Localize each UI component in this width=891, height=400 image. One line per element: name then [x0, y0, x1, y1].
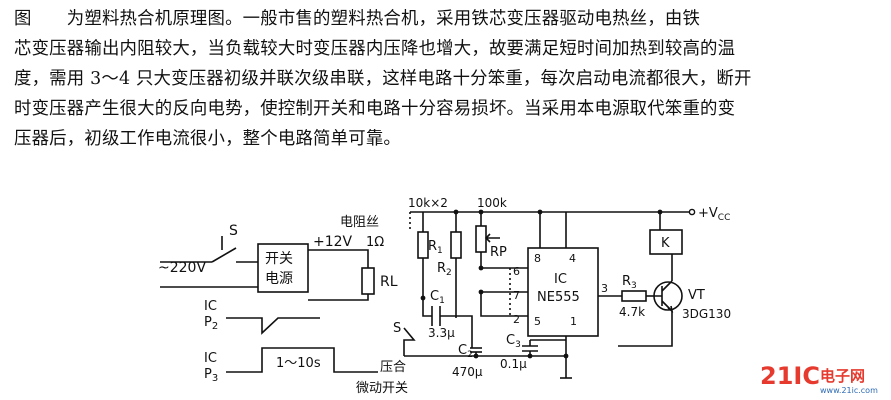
c3-label: C3 [506, 333, 521, 350]
r1-label: R1 [428, 239, 443, 256]
pin-8-label: 8 [534, 252, 541, 265]
circuit-schematic: S ~220V 开关 电源 +12V 电阻丝 1Ω RL IC P2 IC P3… [158, 196, 731, 396]
pin-3-label: 3 [601, 282, 608, 295]
paragraph-line: 图 为塑料热合机原理图。一般市售的塑料热合机，采用铁芯变压器驱动电热丝，由铁 [14, 9, 701, 29]
pin-1-label: 1 [570, 315, 577, 328]
r3-value-label: 4.7k [619, 305, 645, 319]
schematic-wiring [160, 211, 690, 379]
description-paragraph: 图 为塑料热合机原理图。一般市售的塑料热合机，采用铁芯变压器驱动电热丝，由铁 芯… [14, 4, 882, 154]
watermark-cn: 电子网 [820, 367, 865, 385]
heating-wire-value: 1Ω [366, 235, 384, 250]
site-watermark: 21IC 电子网 www.21ic.com [760, 362, 878, 395]
rl-label: RL [380, 274, 398, 290]
heating-wire-label: 电阻丝 [340, 215, 379, 230]
schematic-nodes [420, 208, 696, 359]
p2-name-label: P2 [204, 315, 218, 332]
paragraph-line: 度，需用 3～4 只大变压器初级并联次级串联，这样电路十分笨重，每次启动电流都很… [14, 69, 752, 89]
paragraph-line: 压器后，初级工作电流很小，整个电路简单可靠。 [14, 129, 401, 149]
c2-value-label: 470μ [452, 365, 483, 379]
micro-switch-label: 微动开关 [356, 381, 408, 396]
ic-part-label: NE555 [537, 290, 580, 305]
p2-ic-label: IC [204, 299, 217, 314]
c3-value-label: 0.1μ [500, 357, 527, 371]
pulse-duration-label: 1～10s [276, 356, 321, 371]
transistor-part-label: 3DG130 [682, 307, 731, 321]
r3-label: R3 [622, 274, 637, 291]
paragraph-line: 时变压器产生很大的反向电势，使控制开关和电路十分容易损坏。当采用本电源取代笨重的… [14, 99, 736, 119]
r2-label: R2 [437, 261, 452, 278]
pin-2-label: 2 [513, 313, 520, 326]
pin-4-label: 4 [569, 252, 576, 265]
vcc-label: +VCC [698, 206, 730, 223]
c1-label: C1 [430, 289, 445, 306]
r-top-value-label: 10k×2 [408, 196, 448, 210]
watermark-brand: 21IC [760, 362, 820, 390]
pin-6-label: 6 [513, 265, 520, 278]
p3-name-label: P3 [204, 367, 218, 384]
paragraph-line: 芯变压器输出内阻较大，当负载较大时变压器内压降也增大，故要满足短时间加热到较高的… [14, 39, 736, 59]
c2-label: C2 [458, 343, 473, 360]
transistor-label: VT [688, 288, 705, 303]
rp-value-label: 100k [477, 196, 507, 210]
switch-s2-label: S [393, 321, 401, 336]
switch-s-label: S [229, 223, 238, 239]
press-label: 压合 [380, 360, 406, 375]
psu-label-line2: 电源 [265, 271, 293, 287]
pin-5-label: 5 [534, 315, 541, 328]
p3-ic-label: IC [204, 351, 217, 366]
c1-value-label: 3.3μ [428, 326, 455, 340]
output-voltage-label: +12V [313, 234, 353, 250]
watermark-url: www.21ic.com [820, 386, 878, 395]
mains-voltage-label: ~220V [158, 260, 206, 276]
rp-label: RP [490, 245, 507, 260]
psu-label-line1: 开关 [265, 251, 293, 267]
relay-k-label: K [661, 236, 670, 251]
ic-name-label: IC [554, 272, 567, 287]
pin-7-label: 7 [513, 289, 520, 302]
